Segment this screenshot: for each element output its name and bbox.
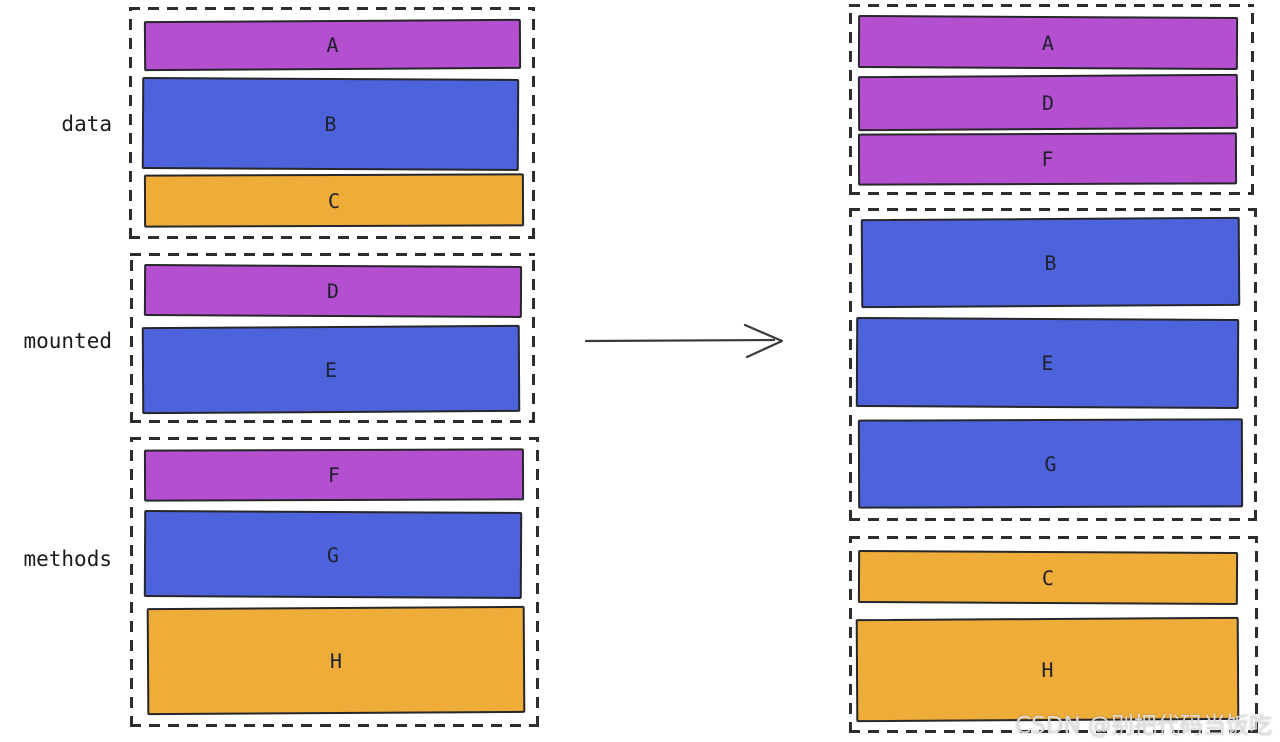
block-f: F [143,448,525,502]
block-e-label: E [324,357,338,382]
group-box-mounted: D E [130,253,535,423]
block-d-label: D [326,278,340,304]
block-a: A [143,18,522,72]
block-b-label: B [1044,250,1057,275]
block-f-label: F [1041,146,1054,172]
block-e: E [141,324,521,415]
group-label-methods: methods [23,547,112,571]
block-g-label: G [1044,451,1057,476]
block-d-regrouped: D [857,73,1239,132]
watermark: CSDN @别把代码当饭吃 [1015,713,1272,739]
block-a-label: A [326,32,339,58]
block-d-label: D [1041,90,1055,115]
block-e-regrouped: E [855,316,1240,410]
block-a-regrouped: A [857,15,1239,70]
block-c: C [143,173,525,228]
block-d: D [143,264,523,318]
group-box-data: A B C [129,7,535,239]
block-h-label: H [329,648,343,673]
group-label-data: data [61,112,112,136]
block-f-regrouped: F [857,132,1238,186]
group-box-purple: A D F [849,4,1254,195]
block-h-label: H [1041,657,1054,682]
group-label-mounted: mounted [23,329,112,353]
block-h: H [146,605,526,716]
block-c-regrouped: C [857,550,1239,605]
block-c-label: C [327,188,341,213]
block-g-label: G [326,542,340,567]
group-box-blue: B E G [849,208,1257,521]
block-g-regrouped: G [857,418,1244,509]
block-c-label: C [1041,565,1055,590]
block-a-label: A [1041,30,1055,55]
group-box-methods: F G H [130,437,539,727]
block-g: G [143,510,523,599]
block-b: B [141,77,520,171]
group-box-orange: C H [849,536,1258,733]
block-e-label: E [1041,350,1054,376]
block-f-label: F [327,462,341,488]
block-b-regrouped: B [860,216,1241,309]
block-b-label: B [324,111,337,137]
right-arrow-icon [582,318,804,368]
